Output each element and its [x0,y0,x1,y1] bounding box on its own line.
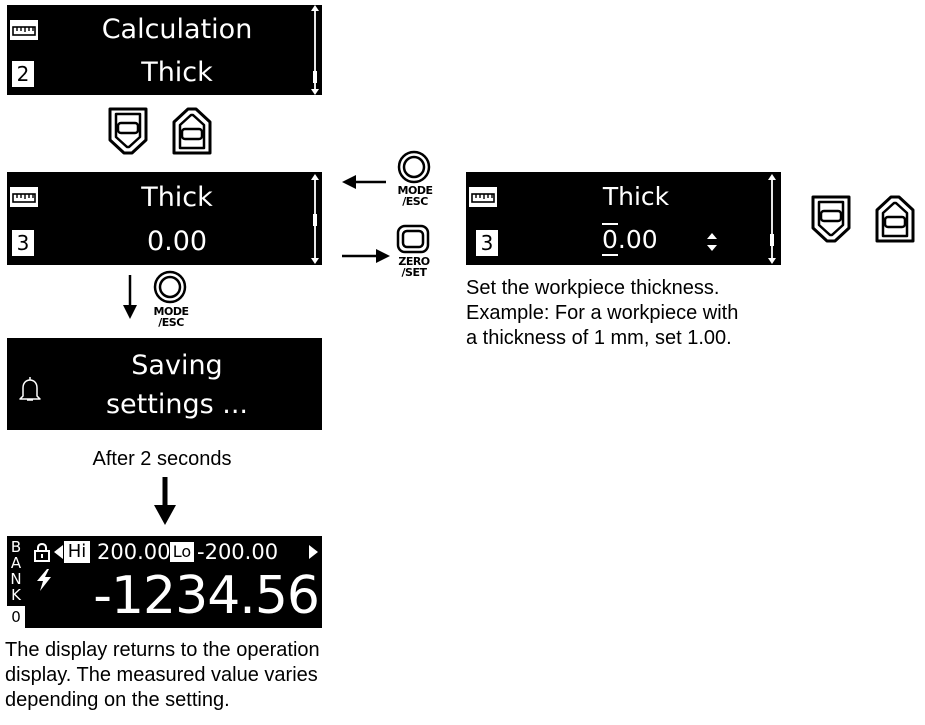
right-triangle-icon [309,545,318,559]
arrow-left-icon [342,175,386,189]
down-button-icon[interactable] [107,106,149,156]
screen-calculation: 2 Calculation Thick [7,5,322,95]
round-button-icon[interactable] [397,150,431,184]
scrollbar [766,174,778,264]
screen-value: Thick [141,57,213,88]
screen-title: Calculation [101,14,253,45]
bank-label: B A N K [10,538,22,604]
hi-label: Hi [64,541,90,563]
value-rest: .00 [617,225,658,254]
bell-icon [19,377,41,401]
saving-line1: Saving [131,350,223,381]
screen-thick-edit: 3 Thick 0.00 [466,172,781,265]
scroll-thumb [770,234,774,246]
screen-saving: Saving settings ... [7,338,322,430]
after-label: After 2 seconds [92,448,232,470]
up-down-icon [707,233,717,251]
zero-set-label: ZERO/SET [398,255,430,279]
operation-display: B A N K 0 Hi 200.00 Lo -200.00 -1234.56 [7,536,322,628]
saving-line2: settings ... [105,389,248,420]
up-button-icon[interactable] [874,194,916,244]
lo-label: Lo [170,542,194,562]
up-button-icon[interactable] [171,106,213,156]
round-button-icon[interactable] [153,270,187,304]
ruler-icon [10,20,38,40]
screen-title: Thick [602,182,670,211]
arrow-down-icon [154,477,176,525]
caption-set: Set the workpiece thickness. Example: Fo… [466,277,739,349]
arrow-down-icon [123,275,137,319]
screen-value: 0.00 [146,226,208,257]
scroll-thumb [313,214,317,226]
screen-index: 3 [476,230,498,256]
rect-button-icon[interactable] [396,224,430,254]
screen-thick: 3 Thick 0.00 [7,172,322,265]
ruler-icon [10,187,38,207]
mode-esc-label: MODE/ESC [397,184,433,208]
bank-number: 0 [7,606,25,628]
scroll-thumb [313,71,317,83]
screen-index: 3 [12,230,34,256]
lo-value: -200.00 [197,540,279,564]
hi-value: 200.00 [97,540,171,564]
screen-index: 2 [12,61,34,87]
cursor-digit[interactable]: 0 [602,223,618,256]
lightning-icon [37,569,51,591]
screen-title: Thick [141,182,213,213]
left-triangle-icon [54,545,63,559]
mode-esc-label: MODE/ESC [153,305,189,329]
ruler-icon [469,187,497,207]
measured-value: -1234.56 [93,566,320,626]
arrow-right-icon [342,249,390,263]
caption-return: The display returns to the operation dis… [5,639,320,711]
lock-icon [34,542,50,562]
screen-value: 0.00 [602,223,658,256]
down-button-icon[interactable] [810,194,852,244]
